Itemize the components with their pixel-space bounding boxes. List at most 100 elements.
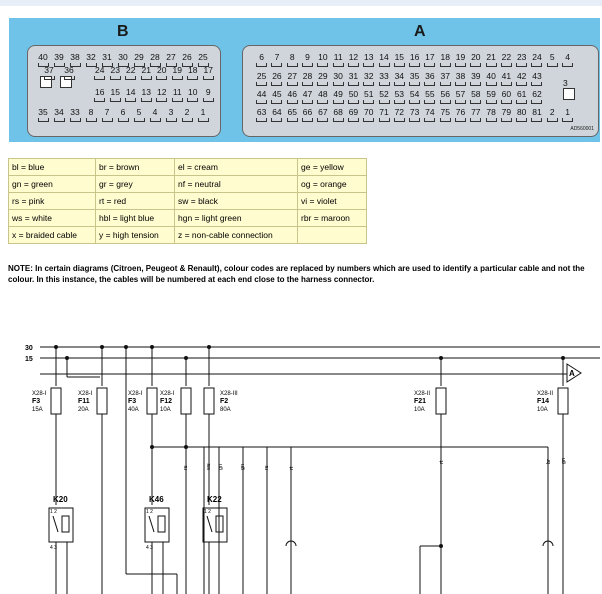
pin-slot	[85, 63, 97, 67]
pin: 81	[529, 107, 544, 122]
pin-slot	[69, 63, 81, 67]
pin: 55	[422, 89, 437, 104]
pin-label: 29	[134, 52, 144, 62]
pin-label: 41	[501, 71, 512, 81]
pin: 22	[123, 65, 139, 80]
pin-label: 30	[118, 52, 128, 62]
wire-crossover	[285, 540, 297, 547]
pin-slot	[439, 82, 451, 86]
relay-label: K20	[53, 495, 68, 504]
pin-slot	[149, 63, 161, 67]
pin-label: 21	[486, 52, 496, 62]
relay-pin-label: 1 2	[204, 509, 211, 515]
pin: 16	[92, 87, 108, 102]
fuse-label: 15A	[32, 407, 43, 413]
junction-dot	[207, 345, 211, 349]
pin: 50	[346, 89, 361, 104]
pin-slot	[256, 118, 268, 122]
pin: 9	[300, 52, 315, 67]
pin: 27	[163, 52, 179, 67]
pin: 22	[499, 52, 514, 67]
pin-label: 9	[205, 87, 211, 97]
pin-label: 72	[394, 107, 405, 117]
pin-slot	[117, 118, 129, 122]
junction-dot	[150, 445, 154, 449]
pin: 21	[139, 65, 155, 80]
pin: 53	[392, 89, 407, 104]
relay-pin-label: 4 3	[50, 545, 57, 551]
pin-slot	[181, 63, 193, 67]
pin: 32	[361, 71, 376, 86]
pin-label: 13	[363, 52, 374, 62]
pin: 7	[99, 107, 115, 122]
pin-label: 11	[333, 52, 343, 62]
junction-dot	[54, 345, 58, 349]
pin: 14	[123, 87, 139, 102]
legend-cell: og = orange	[297, 175, 367, 193]
pin-label: 23	[516, 52, 527, 62]
pin: 20	[468, 52, 483, 67]
fuse-label: 10A	[537, 407, 548, 413]
pin-label: 23	[110, 65, 120, 75]
relay-pin-label: 1 2	[146, 509, 153, 515]
pin-label: 2	[549, 107, 555, 117]
wire-colour-label: rs	[183, 465, 189, 470]
pin: 29	[131, 52, 147, 67]
pin-slot	[197, 63, 209, 67]
junction-dot	[439, 544, 443, 548]
pin: 10	[315, 52, 330, 67]
pin-slot	[256, 100, 268, 104]
pin-label: 2	[184, 107, 190, 117]
pin-label: 22	[126, 65, 136, 75]
pin-slot	[140, 76, 152, 80]
pin-slot	[378, 100, 390, 104]
pin-label: 64	[272, 107, 282, 117]
fuse-label: X28-III	[220, 391, 238, 397]
relay-pin-label: 1 2	[50, 509, 57, 515]
pin-slot	[202, 98, 214, 102]
fuse-label: 80A	[220, 407, 231, 413]
junction-dot	[100, 345, 104, 349]
pin-slot	[347, 63, 359, 67]
pin-label: 8	[289, 52, 295, 62]
pin-label: 6	[259, 52, 265, 62]
pin-label: 25	[198, 52, 208, 62]
pin-slot	[140, 98, 152, 102]
pin-slot	[302, 100, 314, 104]
pin-slot	[546, 63, 558, 67]
pin-slot	[332, 82, 344, 86]
pin-slot	[181, 118, 193, 122]
fuse-label: X28-I	[128, 391, 143, 397]
pin-slot	[562, 63, 574, 67]
pin-label: 51	[363, 89, 374, 99]
pin-label: 3	[168, 107, 174, 117]
pin-slot	[378, 118, 390, 122]
pin-label: 53	[394, 89, 405, 99]
pin: 17	[201, 65, 217, 80]
pin: 75	[438, 107, 453, 122]
legend-cell: rt = red	[95, 192, 175, 210]
pin-slot	[516, 118, 528, 122]
pin-slot	[165, 118, 177, 122]
pin-label: 13	[141, 87, 151, 97]
pin-slot	[455, 118, 466, 122]
pin-label: 21	[141, 65, 151, 75]
pin-label: 62	[532, 89, 542, 99]
pin-label: 34	[54, 107, 64, 117]
pin-slot	[393, 118, 405, 122]
pin-label: 61	[516, 89, 527, 99]
pin: 6	[254, 52, 269, 67]
pin: 48	[315, 89, 330, 104]
rail-label: 30	[25, 345, 33, 352]
fuse-label: F12	[160, 398, 172, 405]
pin: 67	[315, 107, 330, 122]
pin: 23	[108, 65, 124, 80]
pin-label: 56	[440, 89, 450, 99]
wire-colour-label: gn	[561, 458, 567, 464]
pin-slot	[317, 82, 329, 86]
pin: 40	[35, 52, 51, 67]
